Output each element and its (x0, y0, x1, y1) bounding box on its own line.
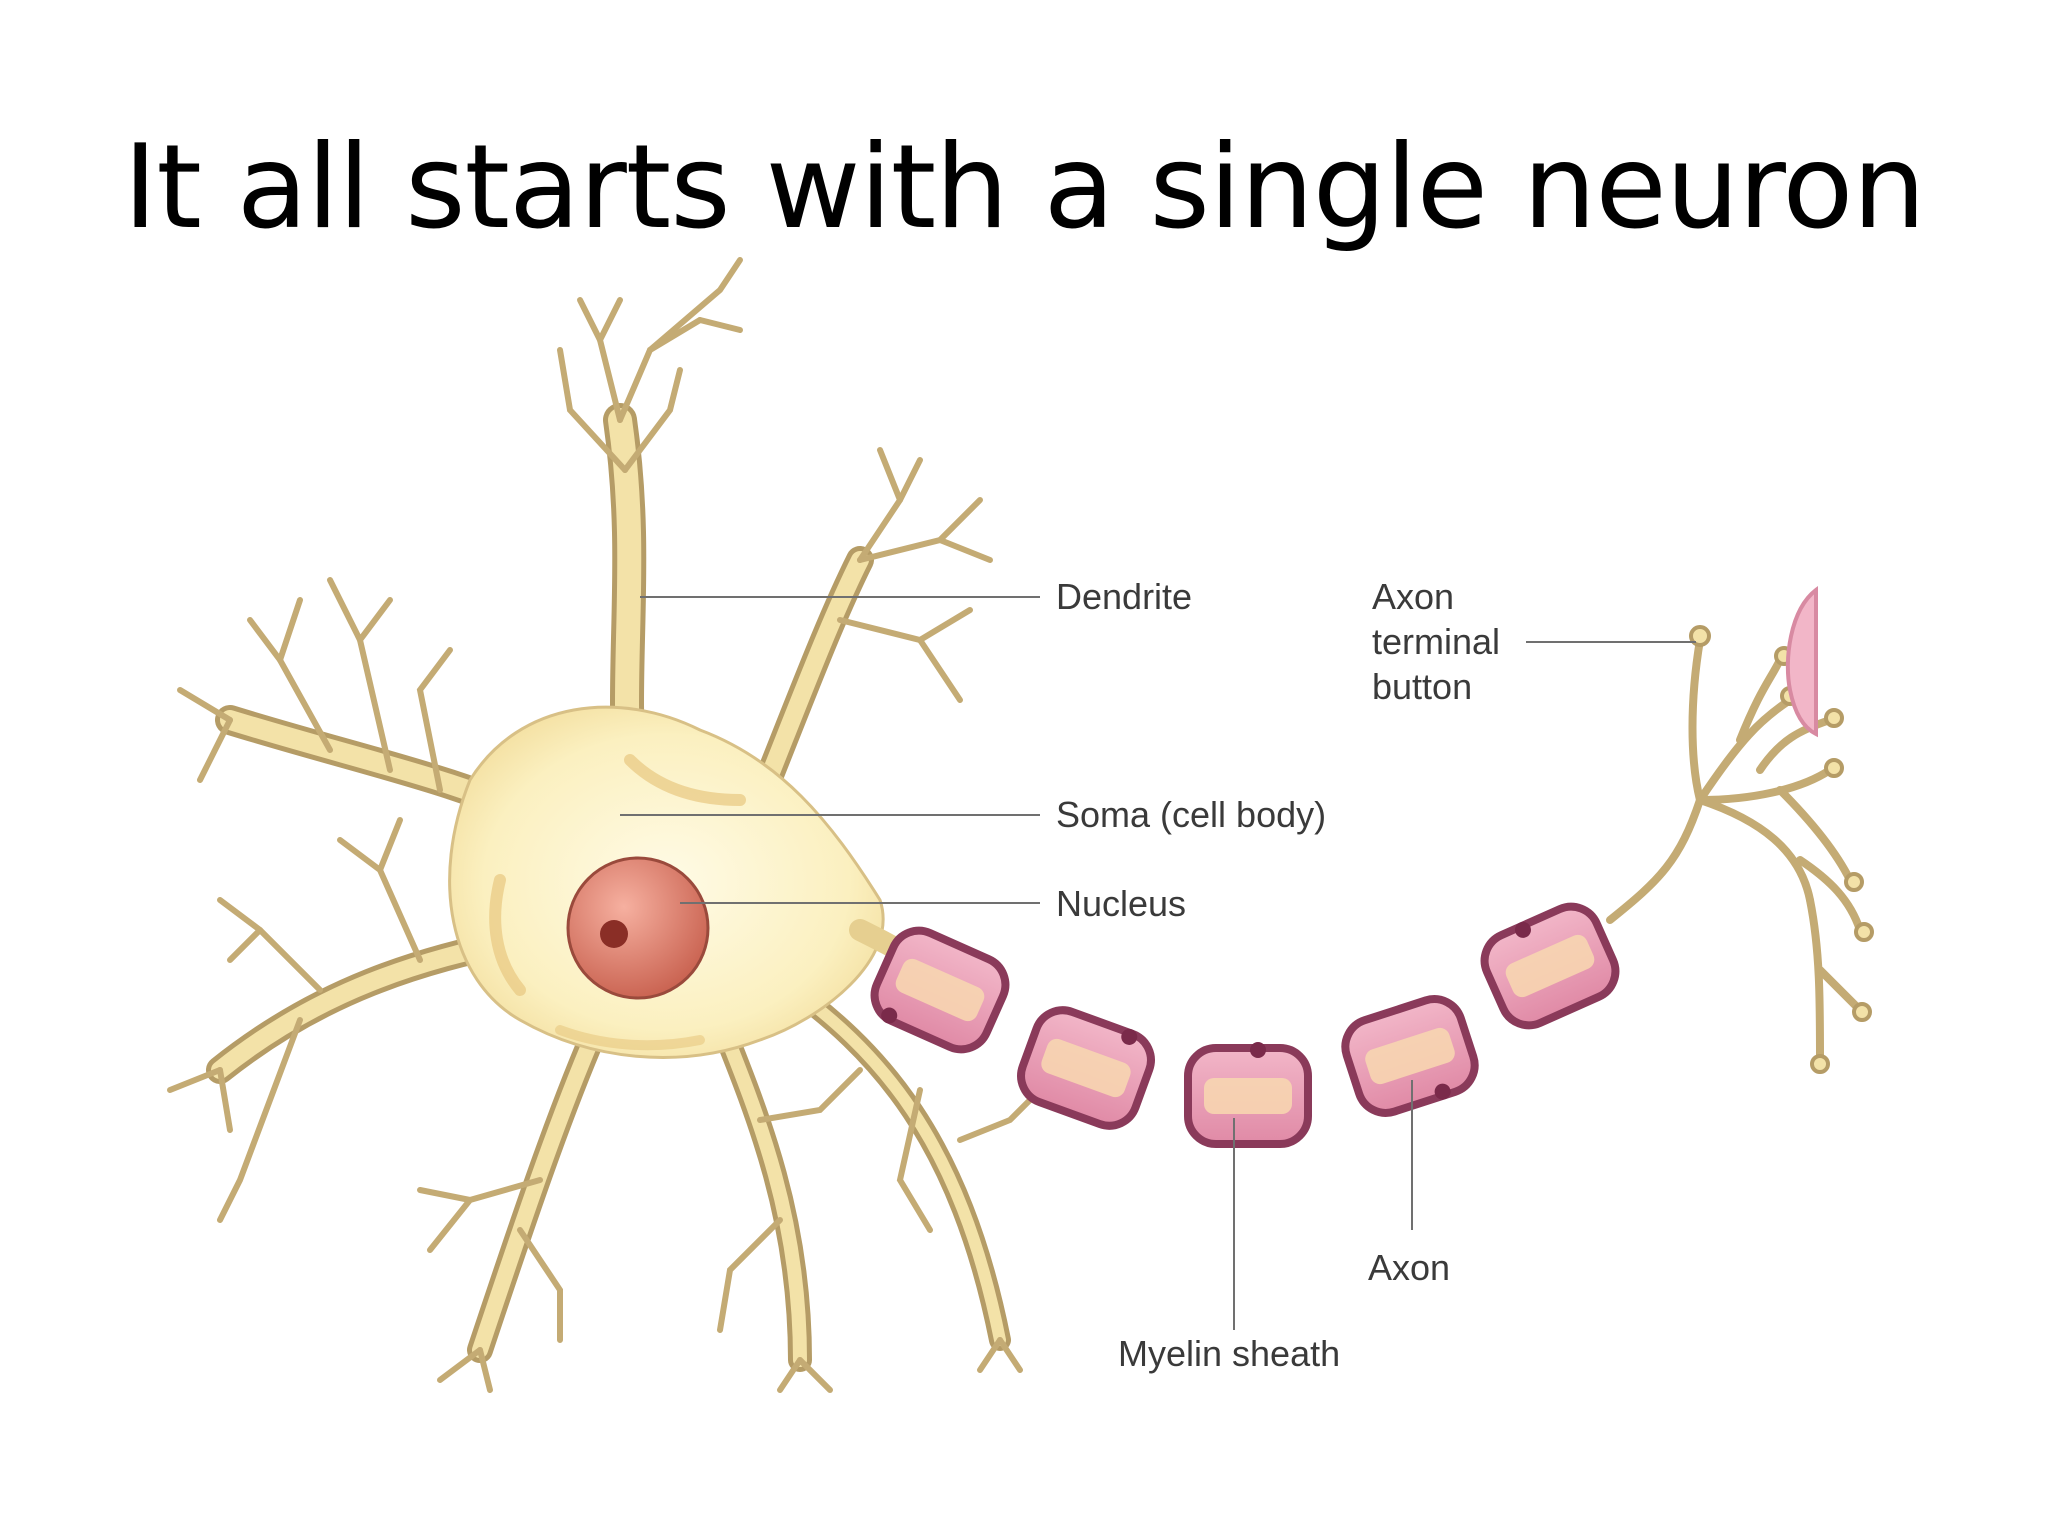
label-nucleus: Nucleus (1056, 883, 1186, 924)
adjacent-cell (1785, 585, 1818, 738)
myelin-sheath-segments (870, 902, 1620, 1148)
label-axon-terminal-line2: terminal (1372, 621, 1500, 662)
label-axon: Axon (1368, 1247, 1450, 1288)
nucleus-shape (566, 856, 710, 1000)
label-myelin-sheath: Myelin sheath (1118, 1333, 1340, 1374)
label-axon-terminal-line1: Axon (1372, 576, 1454, 617)
label-dendrite: Dendrite (1056, 576, 1192, 617)
slide-title: It all starts with a single neuron (123, 120, 1926, 255)
nucleolus-shape (600, 920, 628, 948)
label-axon-terminal-line3: button (1372, 666, 1472, 707)
label-leader-lines (620, 596, 1696, 1330)
label-soma: Soma (cell body) (1056, 794, 1326, 835)
axon-terminal-branches (1606, 636, 1864, 1064)
